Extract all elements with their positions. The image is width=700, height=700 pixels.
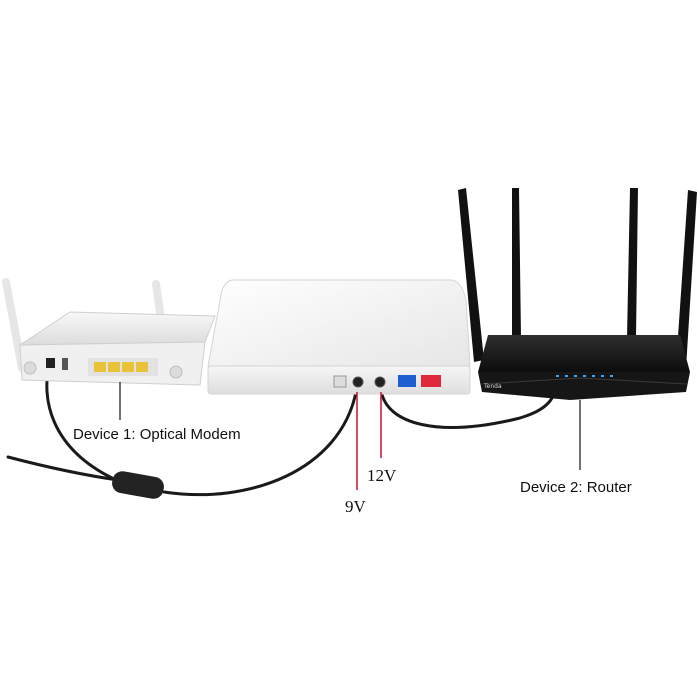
modem-antenna-base-left: [23, 361, 37, 375]
lan-port-1: [94, 362, 106, 372]
router-antenna-2: [512, 188, 521, 338]
status-led: [565, 375, 568, 377]
router-status-leds: [556, 375, 613, 377]
router-label: Device 2: Router: [520, 479, 632, 496]
port-12v-jack: [374, 376, 386, 388]
port-12v-label: 12V: [367, 466, 397, 485]
power-unit-top: [207, 279, 471, 367]
router-top-surface: [478, 335, 690, 372]
status-led: [583, 375, 586, 377]
status-led: [592, 375, 595, 377]
power-switch: [333, 375, 347, 388]
router-front-crease: [481, 377, 687, 385]
modem-label: Device 1: Optical Modem: [73, 426, 241, 443]
modem-usb-port: [62, 358, 68, 370]
cables: [6, 360, 554, 499]
port-9v-label: 9V: [345, 497, 366, 516]
lan-port-4: [136, 362, 148, 372]
status-led: [610, 375, 613, 377]
inline-switch: [112, 471, 164, 499]
router-power-cable: [379, 388, 554, 429]
modem-antenna-base-right: [169, 365, 183, 379]
router-brand-logo: Tenda: [483, 383, 502, 390]
status-led: [601, 375, 604, 377]
status-led: [556, 375, 559, 377]
router: Tenda: [458, 188, 697, 400]
router-front-panel: [478, 372, 690, 400]
input-power-cable: [6, 455, 120, 482]
router-antenna-1: [458, 188, 484, 362]
modem-power-jack: [46, 358, 55, 368]
power-unit: [207, 279, 471, 395]
lan-port-3: [122, 362, 134, 372]
lan-port-2: [108, 362, 120, 372]
status-led: [574, 375, 577, 377]
modem-output-cable: [162, 390, 358, 497]
optical-modem: [2, 278, 216, 386]
router-antenna-4: [676, 190, 697, 368]
port-9v-jack: [352, 376, 364, 388]
usb-port-red: [421, 375, 441, 387]
modem-top-surface: [18, 311, 216, 346]
usb-port-blue: [398, 375, 416, 387]
router-antenna-3: [627, 188, 638, 338]
modem-antenna-left: [2, 278, 26, 372]
